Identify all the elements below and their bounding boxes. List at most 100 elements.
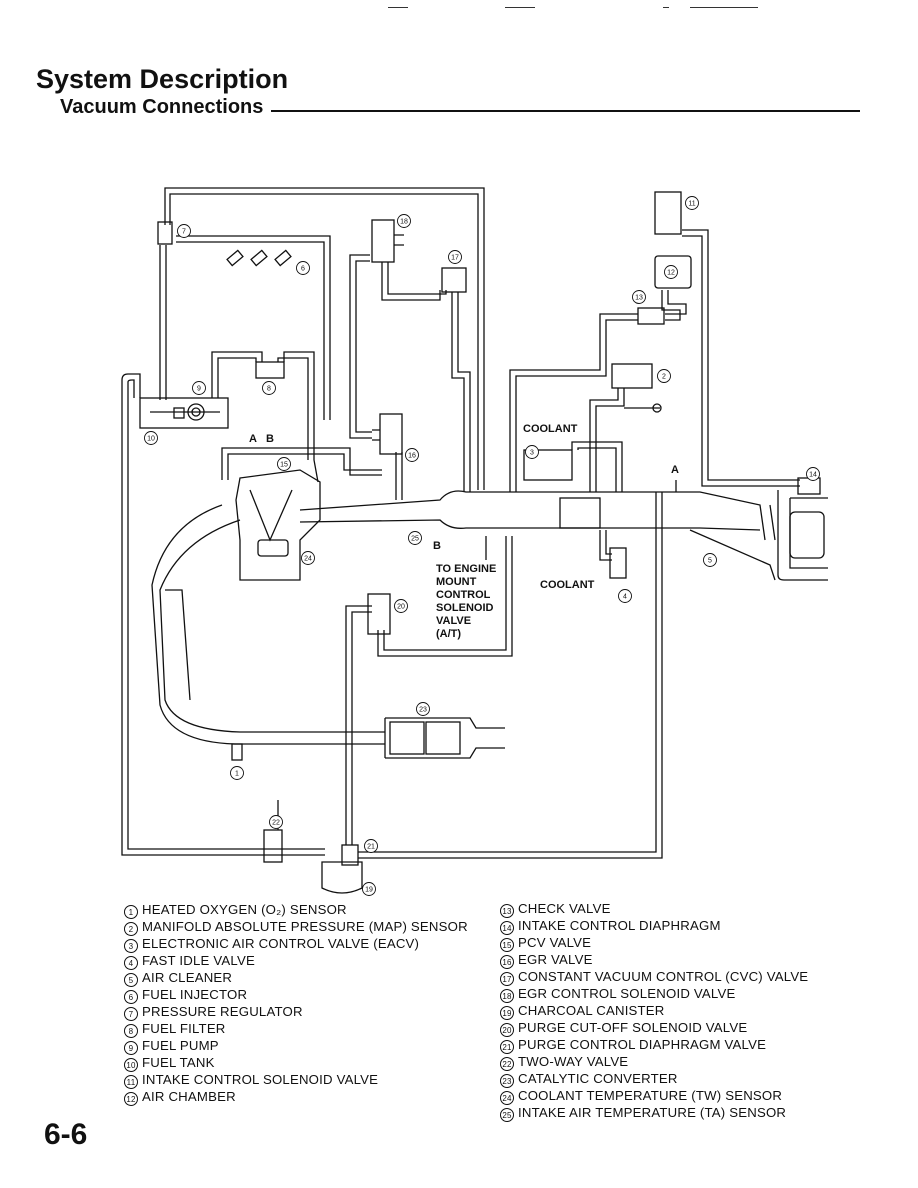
- callout-7: 7: [177, 224, 191, 238]
- legend-number: 23: [500, 1074, 514, 1088]
- legend-number: 21: [500, 1040, 514, 1054]
- callout-number: 7: [182, 229, 186, 236]
- callout-24: 24: [301, 551, 315, 565]
- engine-mount-line: SOLENOID: [436, 602, 494, 614]
- engine-mount-label: TO ENGINE MOUNT CONTROL SOLENOID VALVE (…: [436, 563, 496, 640]
- callout-number: 4: [623, 594, 627, 601]
- callout-2: 2: [657, 369, 671, 383]
- legend-item: 20 PURGE CUT-OFF SOLENOID VALVE: [500, 1020, 808, 1037]
- legend-text: FUEL TANK: [142, 1055, 215, 1070]
- legend-number: 4: [124, 956, 138, 970]
- callout-14: 14: [806, 467, 820, 481]
- callout-15: 15: [277, 457, 291, 471]
- legend-text: FUEL FILTER: [142, 1021, 226, 1036]
- port-a-right: A: [671, 464, 679, 476]
- callout-5: 5: [703, 553, 717, 567]
- callout-18: 18: [397, 214, 411, 228]
- callout-number: 17: [451, 255, 459, 262]
- legend-item: 10 FUEL TANK: [124, 1055, 468, 1072]
- legend-item: 4 FAST IDLE VALVE: [124, 953, 468, 970]
- legend-number: 7: [124, 1007, 138, 1021]
- legend-number: 10: [124, 1058, 138, 1072]
- legend-item: 1 HEATED OXYGEN (O₂) SENSOR: [124, 902, 468, 919]
- legend-text: CATALYTIC CONVERTER: [518, 1071, 678, 1086]
- callout-1: 1: [230, 766, 244, 780]
- callout-number: 14: [809, 472, 817, 479]
- callout-number: 15: [280, 462, 288, 469]
- callout-number: 20: [397, 604, 405, 611]
- legend-number: 25: [500, 1108, 514, 1122]
- legend-text: INTAKE AIR TEMPERATURE (TA) SENSOR: [518, 1105, 787, 1120]
- legend-text: MANIFOLD ABSOLUTE PRESSURE (MAP) SENSOR: [142, 919, 468, 934]
- legend-number: 1: [124, 905, 138, 919]
- legend-text: PURGE CUT-OFF SOLENOID VALVE: [518, 1020, 748, 1035]
- engine-mount-line: CONTROL: [436, 589, 491, 601]
- engine-mount-line: VALVE: [436, 615, 471, 627]
- legend-item: 2 MANIFOLD ABSOLUTE PRESSURE (MAP) SENSOR: [124, 919, 468, 936]
- port-b-right: B: [433, 540, 441, 552]
- callout-number: 19: [365, 887, 373, 894]
- callout-23: 23: [416, 702, 430, 716]
- legend-number: 18: [500, 989, 514, 1003]
- callout-number: 13: [635, 295, 643, 302]
- legend-number: 17: [500, 972, 514, 986]
- legend-number: 20: [500, 1023, 514, 1037]
- callout-number: 5: [708, 558, 712, 565]
- callout-number: 2: [662, 374, 666, 381]
- engine-mount-line: (A/T): [436, 628, 461, 640]
- legend-item: 25 INTAKE AIR TEMPERATURE (TA) SENSOR: [500, 1105, 808, 1122]
- callout-number: 12: [667, 270, 675, 277]
- legend-number: 6: [124, 990, 138, 1004]
- callout-number: 9: [197, 386, 201, 393]
- legend-text: HEATED OXYGEN (O₂) SENSOR: [142, 902, 347, 917]
- callout-number: 11: [688, 201, 695, 208]
- legend-text: FUEL INJECTOR: [142, 987, 248, 1002]
- legend-number: 15: [500, 938, 514, 952]
- legend-number: 12: [124, 1092, 138, 1106]
- callout-6: 6: [296, 261, 310, 275]
- legend-text: PCV VALVE: [518, 935, 592, 950]
- legend-text: FAST IDLE VALVE: [142, 953, 255, 968]
- callout-21: 21: [364, 839, 378, 853]
- legend-text: PURGE CONTROL DIAPHRAGM VALVE: [518, 1037, 767, 1052]
- engine-mount-line: TO ENGINE: [436, 563, 496, 575]
- callout-16: 16: [405, 448, 419, 462]
- legend-item: 21 PURGE CONTROL DIAPHRAGM VALVE: [500, 1037, 808, 1054]
- legend-number: 19: [500, 1006, 514, 1020]
- callout-19: 19: [362, 882, 376, 896]
- legend-number: 2: [124, 922, 138, 936]
- callout-number: 3: [530, 450, 534, 457]
- heading-rule: [271, 109, 860, 112]
- legend-number: 3: [124, 939, 138, 953]
- callout-number: 21: [367, 844, 375, 851]
- callout-3: 3: [525, 445, 539, 459]
- callout-10: 10: [144, 431, 158, 445]
- callout-11: 11: [685, 196, 699, 210]
- callout-number: 24: [304, 556, 312, 563]
- legend-number: 16: [500, 955, 514, 969]
- callout-8: 8: [262, 381, 276, 395]
- legend-text: COOLANT TEMPERATURE (TW) SENSOR: [518, 1088, 783, 1103]
- legend-number: 14: [500, 921, 514, 935]
- callout-number: 8: [267, 386, 271, 393]
- vacuum-connections-diagram: COOLANT COOLANT A B A B TO ENGINE MOUNT …: [121, 187, 828, 896]
- section-heading: Vacuum Connections: [60, 96, 860, 119]
- legend-number: 13: [500, 904, 514, 918]
- section-subtitle: Vacuum Connections: [60, 96, 264, 118]
- legend-number: 11: [124, 1075, 138, 1089]
- callout-number: 10: [147, 436, 155, 443]
- callout-4: 4: [618, 589, 632, 603]
- legend-number: 9: [124, 1041, 138, 1055]
- callout-number: 25: [411, 536, 419, 543]
